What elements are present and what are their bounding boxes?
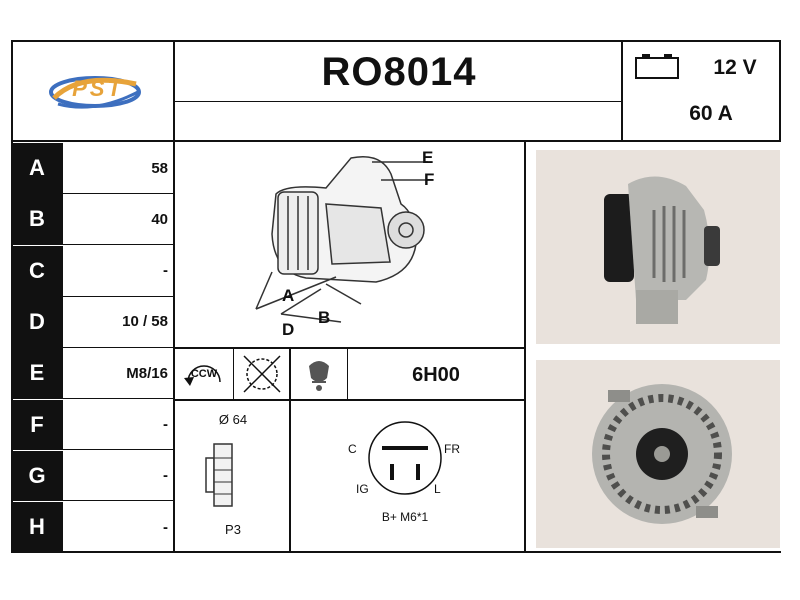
row-sep bbox=[11, 296, 174, 297]
row-sep bbox=[11, 449, 174, 450]
part-number: RO8014 bbox=[321, 49, 477, 94]
header-col-2 bbox=[621, 40, 623, 142]
pulley-diameter: Ø 64 bbox=[218, 412, 248, 427]
connector-terminal: B+ M6*1 bbox=[381, 510, 429, 524]
label-a: A bbox=[282, 286, 295, 305]
fan-symbol bbox=[236, 352, 288, 396]
spec-label-d: D bbox=[11, 296, 63, 347]
row-sep bbox=[11, 347, 174, 348]
voltage: 12 V bbox=[713, 56, 757, 79]
dimension-diagram: E F A B D bbox=[176, 144, 522, 344]
frame-right bbox=[779, 40, 781, 142]
connector-ig: IG bbox=[356, 482, 369, 496]
spec-label-g: G bbox=[11, 450, 63, 501]
product-photo-side bbox=[536, 150, 780, 344]
logo-text: PST bbox=[72, 76, 124, 101]
connector-icon bbox=[368, 421, 442, 495]
product-photo-front bbox=[536, 360, 780, 548]
spec-label-b: B bbox=[11, 194, 63, 245]
row-sep bbox=[11, 398, 174, 399]
rotation-ccw-icon bbox=[184, 365, 221, 386]
pulley-icon bbox=[205, 443, 233, 507]
spec-value-e: M8/16 bbox=[126, 364, 168, 382]
spec-value-b: 40 bbox=[151, 210, 168, 228]
brand-logo: PST bbox=[40, 62, 150, 122]
alternator-front-photo-icon bbox=[592, 384, 732, 524]
title-under bbox=[173, 101, 622, 102]
symbol-sep bbox=[233, 347, 234, 400]
row-sep bbox=[11, 193, 174, 194]
pulley-type: P3 bbox=[225, 522, 241, 537]
spec-label-a: A bbox=[11, 143, 63, 193]
spec-value-a: 58 bbox=[151, 159, 168, 177]
header-bottom bbox=[11, 140, 781, 142]
pst-logo-icon bbox=[49, 76, 141, 109]
rotation-label: CCW bbox=[190, 368, 218, 380]
alternator-side-photo-icon bbox=[604, 176, 720, 324]
amperage: 60 A bbox=[689, 102, 733, 125]
spec-value-d: 10 / 58 bbox=[122, 313, 168, 331]
spec-value-h: - bbox=[163, 518, 168, 536]
spec-value-f: - bbox=[163, 416, 168, 433]
connector-c: C bbox=[348, 442, 357, 456]
clock-position: 6H00 bbox=[412, 363, 460, 386]
label-f: F bbox=[424, 170, 435, 189]
frame-bottom bbox=[11, 551, 781, 553]
label-b: B bbox=[318, 308, 331, 327]
frame-top bbox=[11, 40, 781, 42]
col-photo-sep bbox=[524, 140, 526, 553]
regulator-icon bbox=[309, 361, 329, 391]
regulator-symbol bbox=[292, 352, 346, 396]
spec-value-c: - bbox=[163, 262, 168, 280]
symbols-bottom bbox=[173, 399, 525, 401]
spec-label-c: C bbox=[11, 245, 63, 296]
label-e: E bbox=[422, 148, 434, 167]
spec-value-g: - bbox=[163, 467, 168, 485]
symbol-sep bbox=[289, 347, 291, 553]
rotation-symbol: CCW bbox=[176, 352, 232, 396]
alternator-drawing-icon bbox=[255, 156, 428, 323]
label-d: D bbox=[282, 320, 295, 339]
row-sep bbox=[11, 244, 174, 245]
connector-l: L bbox=[434, 482, 441, 496]
spec-label-f: F bbox=[11, 399, 63, 450]
row-sep bbox=[11, 500, 174, 501]
symbol-sep bbox=[347, 347, 348, 400]
battery-icon bbox=[635, 54, 679, 79]
symbols-top bbox=[173, 347, 525, 349]
fan-crossed-icon bbox=[243, 355, 281, 393]
spec-label-e: E bbox=[11, 348, 63, 399]
connector-fr: FR bbox=[444, 442, 460, 456]
spec-label-h: H bbox=[11, 502, 63, 553]
header-col-1 bbox=[173, 40, 175, 553]
